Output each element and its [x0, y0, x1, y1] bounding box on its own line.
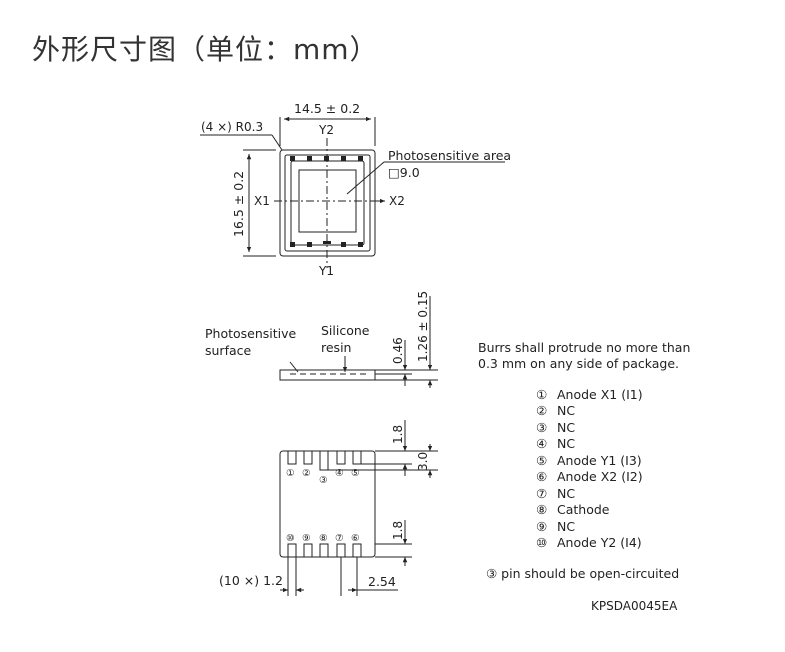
axis-x2-label: X2	[389, 194, 405, 208]
silicone-resin-label-2: resin	[321, 340, 351, 355]
pin-open-circuit-note: ③ pin should be open-circuited	[486, 566, 679, 581]
top-pin-labels: ① ② ③ ④ ⑤	[286, 468, 360, 486]
pin-list-name: NC	[557, 403, 575, 418]
pin-label: ⑥	[351, 533, 360, 544]
burrs-note-line-2: 0.3 mm on any side of package.	[478, 356, 679, 371]
top-height-dim: 16.5 ± 0.2	[231, 171, 246, 237]
pin-list-number: ③	[536, 420, 547, 435]
photosensitive-surface-label-1: Photosensitive	[205, 326, 297, 341]
pin-label: ⑨	[302, 533, 311, 544]
pin-label: ②	[302, 468, 311, 479]
pad-bottom-dim: 1.8	[391, 521, 405, 540]
pin-label: ⑤	[351, 468, 360, 479]
bottom-pin-labels: ⑩ ⑨ ⑧ ⑦ ⑥	[286, 533, 360, 544]
pad-spacing-dim: 2.54	[368, 574, 396, 589]
pin-list-number: ⑥	[536, 469, 547, 484]
pin-list-name: Anode X1 (I1)	[557, 387, 643, 402]
burrs-note-line-1: Burrs shall protrude no more than	[478, 340, 690, 355]
pin-label: ③	[319, 475, 328, 486]
photosensitive-area-size: □9.0	[388, 165, 420, 180]
corner-radius-label: (4 ×) R0.3	[201, 120, 263, 134]
pin-list-number: ⑨	[536, 519, 547, 534]
side-view	[279, 296, 438, 388]
pin-list-name: NC	[557, 420, 575, 435]
pin-list: ① Anode X1 (I1) ② NC ③ NC ④ NC ⑤ Anode Y…	[536, 387, 643, 550]
page-title: 外形尺寸图（单位：mm）	[32, 33, 379, 66]
pin-label: ⑦	[335, 533, 344, 544]
pin-label: ①	[286, 468, 295, 479]
photosensitive-area-label: Photosensitive area	[388, 148, 511, 163]
pin-list-number: ②	[536, 403, 547, 418]
pin-list-number: ⑩	[536, 535, 547, 550]
pin-list-number: ④	[536, 436, 547, 451]
pin-label: ④	[335, 468, 344, 479]
pin-list-name: Anode X2 (I2)	[557, 469, 643, 484]
pad-pitch-dim: (10 ×) 1.2	[219, 573, 283, 588]
pin-list-number: ①	[536, 387, 547, 402]
side-thin-dim: 0.46	[391, 337, 405, 364]
pad-mid-dim: 3.0	[416, 452, 430, 471]
pad-top-dim: 1.8	[391, 425, 405, 444]
silicone-resin-label-1: Silicone	[321, 323, 370, 338]
top-width-dim: 14.5 ± 0.2	[294, 101, 360, 116]
pin-list-name: NC	[557, 486, 575, 501]
axis-x1-label: X1	[254, 194, 270, 208]
axis-y1-label: Y1	[318, 264, 334, 278]
pin-list-name: Anode Y2 (I4)	[557, 535, 642, 550]
bottom-view	[279, 420, 438, 596]
side-total-dim: 1.26 ± 0.15	[416, 291, 430, 362]
drawing-code: KPSDA0045EA	[591, 599, 678, 613]
pin-list-name: NC	[557, 436, 575, 451]
pin-list-number: ⑦	[536, 486, 547, 501]
top-view	[200, 116, 505, 268]
pin-list-number: ⑧	[536, 502, 547, 517]
pin-label: ⑧	[319, 533, 328, 544]
pin-list-number: ⑤	[536, 453, 547, 468]
photosensitive-surface-label-2: surface	[205, 343, 252, 358]
pin-label: ⑩	[286, 533, 295, 544]
pin-list-name: Anode Y1 (I3)	[557, 453, 642, 468]
pin-list-name: Cathode	[557, 502, 610, 517]
axis-y2-label: Y2	[318, 123, 334, 137]
pin-list-name: NC	[557, 519, 575, 534]
